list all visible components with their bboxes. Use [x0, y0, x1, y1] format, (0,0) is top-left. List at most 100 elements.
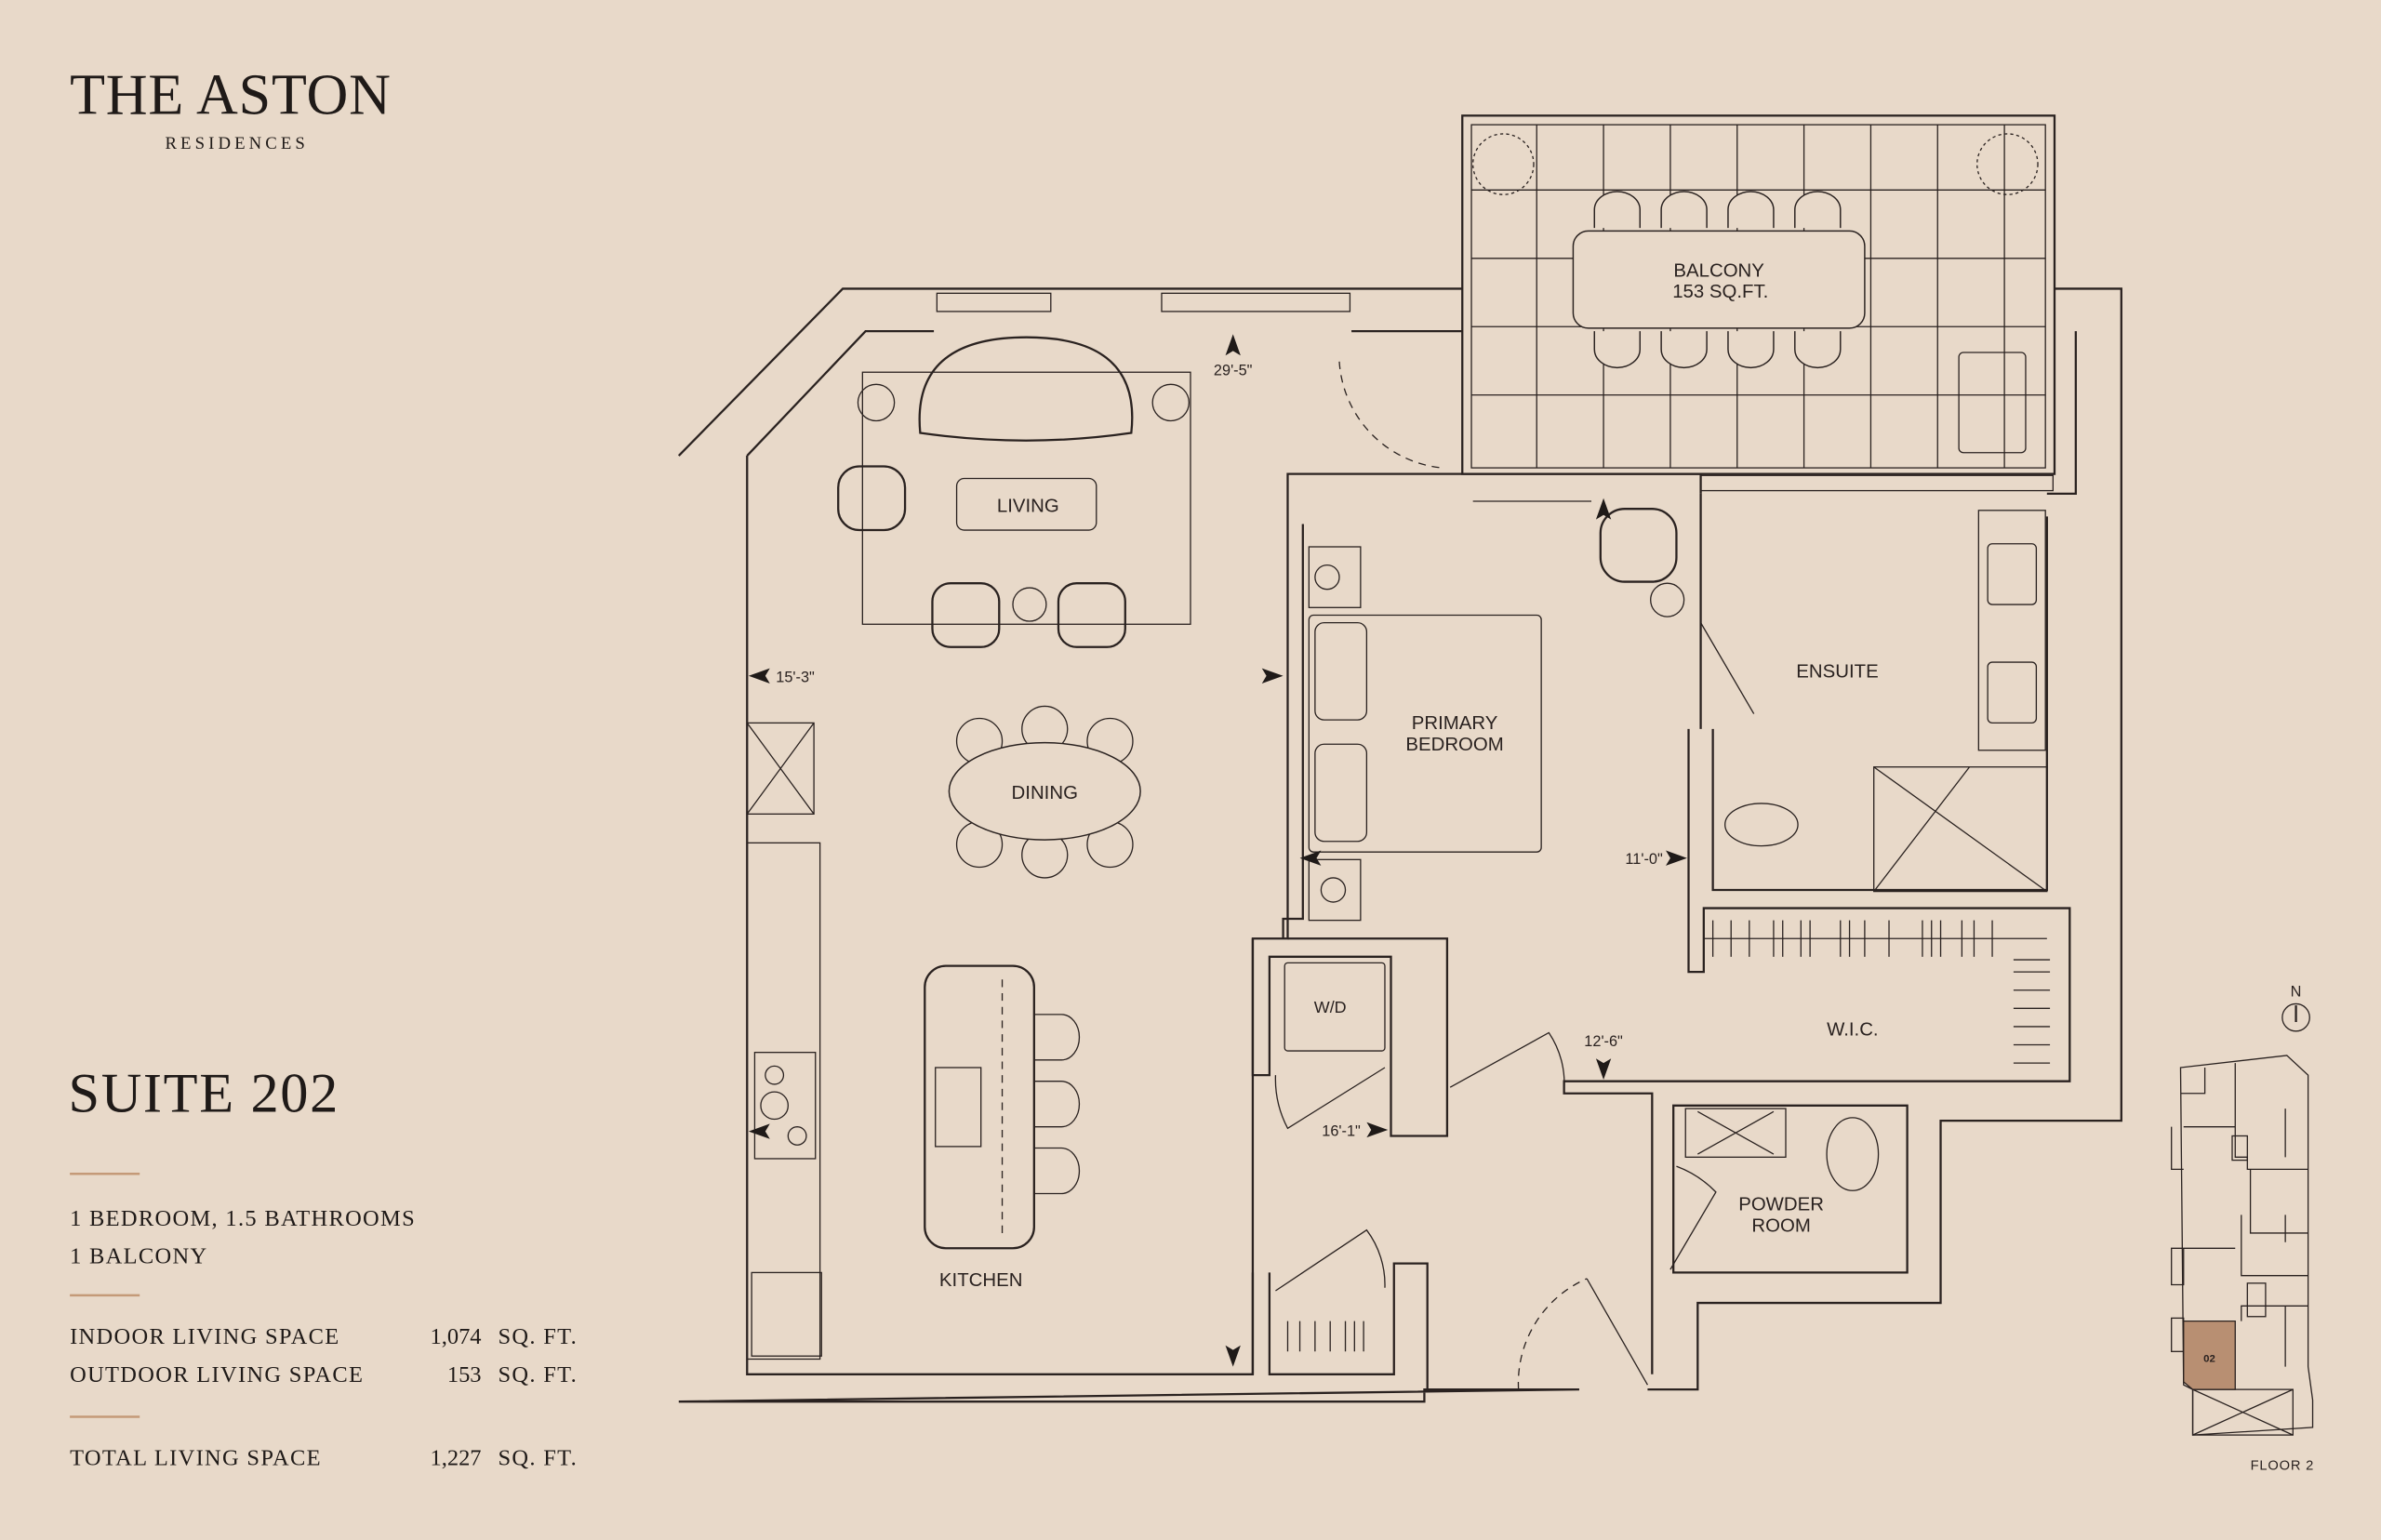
dimension-label: 11'-0": [1625, 851, 1663, 868]
room-label-kitchen: KITCHEN: [939, 1270, 1022, 1291]
interior-wall: [1251, 937, 1909, 1390]
area-row-outdoor: OUTDOOR LIVING SPACE 153 SQ. FT.: [70, 1362, 579, 1387]
interior-wall: [746, 330, 1463, 1375]
nightstand: [1308, 546, 1362, 608]
area-unit: SQ. FT.: [499, 1362, 579, 1387]
living-area: LIVING: [837, 336, 1191, 648]
room-label-balcony: BALCONY: [1673, 260, 1764, 281]
balcony-chairs: [1593, 191, 1842, 369]
terrace-block: [2191, 1388, 2294, 1436]
balcony-door-swing: [1338, 361, 1443, 469]
walk-in-closet: W.I.C.: [1703, 920, 2051, 1064]
suite-info: SUITE 202 1 BEDROOM, 1.5 BATHROOMS 1 BAL…: [68, 1062, 579, 1471]
floor-label: FLOOR 2: [2251, 1459, 2315, 1474]
dimension-label: 29'-5": [1214, 363, 1253, 379]
balcony-table: [1572, 230, 1866, 329]
room-label-ensuite: ENSUITE: [1796, 661, 1878, 682]
window: [936, 292, 1052, 312]
room-area-balcony: 153 SQ.FT.: [1672, 282, 1768, 302]
plant-icon: [1472, 133, 1535, 195]
room-label-living: LIVING: [997, 496, 1059, 516]
exterior-wall: [677, 287, 2122, 1403]
kitchen-area: KITCHEN: [746, 722, 1081, 1361]
interior-wall: [1282, 493, 2071, 1374]
arrow-right-icon: [1261, 668, 1284, 684]
armchair: [931, 582, 1001, 648]
brand-logo: THE ASTON RESIDENCES: [70, 64, 392, 154]
armchair: [837, 465, 907, 532]
arrow-right-icon: [1366, 1122, 1389, 1138]
balcony: BALCONY 153 SQ.FT.: [1461, 114, 2056, 475]
fridge: [751, 1271, 822, 1357]
arrow-left-icon: [748, 668, 770, 684]
powder-room: POWDER ROOM: [1669, 1108, 1880, 1270]
unit-number: 02: [2203, 1354, 2215, 1365]
area-label: OUTDOOR LIVING SPACE: [70, 1362, 364, 1387]
total-label: TOTAL LIVING SPACE: [70, 1446, 322, 1471]
room-label-bedroom: PRIMARY: [1412, 713, 1498, 734]
room-label-bedroom: BEDROOM: [1405, 735, 1503, 755]
area-value: 153: [447, 1362, 482, 1387]
room-label-powder: POWDER: [1738, 1194, 1824, 1215]
suite-summary-line: 1 BALCONY: [70, 1244, 207, 1269]
dining-area: DINING: [948, 705, 1141, 879]
dining-table: [948, 741, 1141, 841]
armchair: [1057, 582, 1126, 648]
compass-icon: [2281, 1002, 2310, 1032]
entry-door-swing: [1517, 1278, 1588, 1390]
dimension-label: 16'-1": [1322, 1122, 1361, 1139]
area-label: INDOOR LIVING SPACE: [70, 1324, 339, 1349]
dimension-label: 12'-6": [1584, 1033, 1623, 1050]
area-row-indoor: INDOOR LIVING SPACE 1,074 SQ. FT.: [70, 1324, 579, 1349]
arrow-down-icon: [1225, 1345, 1241, 1367]
building-outline: [2179, 1055, 2314, 1436]
vanity: [1977, 510, 2046, 751]
arrow-left-icon: [748, 1123, 770, 1139]
room-label-dining: DINING: [1012, 783, 1078, 803]
room-label-powder: ROOM: [1751, 1215, 1810, 1236]
suite-summary-line: 1 BEDROOM, 1.5 BATHROOMS: [70, 1206, 416, 1231]
dimension-label: 15'-3": [776, 669, 815, 685]
total-value: 1,227: [430, 1446, 481, 1471]
floor-plan: BALCONY 153 SQ.FT. LIVING DINING: [677, 114, 2122, 1403]
bbq-grill: [1958, 352, 2027, 454]
arrow-right-icon: [1666, 850, 1687, 866]
toilet: [1724, 803, 1799, 847]
sofa: [918, 336, 1134, 442]
area-value: 1,074: [430, 1324, 481, 1349]
area-unit: SQ. FT.: [499, 1324, 579, 1349]
side-table: [1012, 587, 1047, 622]
room-label-wic: W.I.C.: [1827, 1020, 1879, 1041]
arrow-up-icon: [1595, 498, 1612, 520]
side-table: [1151, 383, 1190, 422]
kitchen-island: [924, 964, 1035, 1250]
cooktop: [753, 1052, 817, 1160]
toilet: [1826, 1117, 1880, 1191]
north-label: N: [2291, 983, 2302, 1000]
nightstand: [1308, 858, 1362, 922]
total-unit: SQ. FT.: [499, 1446, 579, 1471]
washer-dryer: [1284, 962, 1386, 1052]
shower: [1873, 766, 2048, 893]
key-plan: N 02 FLOOR 2: [2171, 983, 2315, 1474]
bar-stools: [1033, 1014, 1081, 1195]
suite-title: SUITE 202: [68, 1062, 339, 1124]
ensuite: ENSUITE: [1700, 510, 2048, 893]
bed: [1308, 614, 1542, 853]
dimension-markers: 29'-5" 15'-3" 11'-0" 12'-6" 16'-1": [748, 334, 1687, 1367]
room-label-wd: W/D: [1314, 998, 1347, 1016]
side-table: [857, 383, 896, 422]
coffee-table: [955, 477, 1097, 531]
area-row-total: TOTAL LIVING SPACE 1,227 SQ. FT.: [70, 1446, 579, 1471]
sink: [935, 1067, 982, 1148]
arrow-up-icon: [1225, 334, 1241, 356]
primary-bedroom: PRIMARY BEDROOM: [1308, 508, 1685, 922]
arrow-left-icon: [1299, 850, 1322, 866]
window: [1699, 474, 2054, 492]
brand-name: THE ASTON: [70, 64, 392, 127]
brand-subtitle: RESIDENCES: [165, 134, 308, 153]
plant-icon: [1976, 133, 2039, 195]
laundry: W/D: [1274, 962, 1565, 1352]
